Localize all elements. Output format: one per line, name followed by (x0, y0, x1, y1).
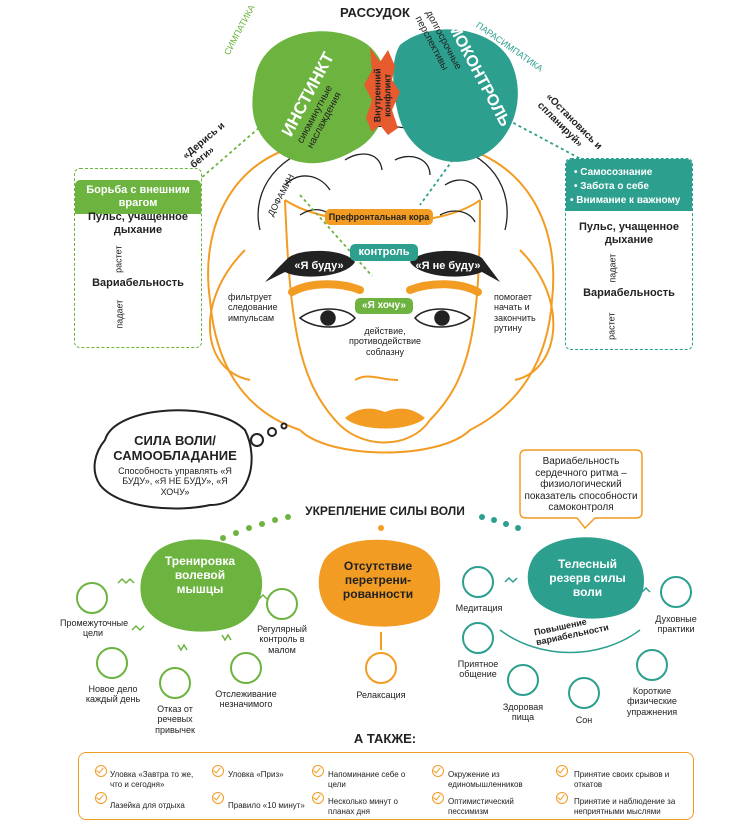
check-icon (556, 765, 568, 777)
body-icons (462, 566, 692, 709)
parasympathetic-variability: Вариабельность (583, 287, 675, 299)
parasympathetic-card-header: • Самосознание • Забота о себе • Внимани… (566, 159, 692, 211)
also-title: А ТАКЖЕ: (353, 731, 417, 746)
parasympathetic-pulse: Пульс, учащенное дыхание (578, 221, 679, 246)
also-item-2: Лазейка для отдыха (110, 801, 185, 810)
willpower-desc: Способность управлять «Я БУДУ», «Я НЕ БУ… (118, 466, 232, 497)
left-eyebrow (288, 280, 364, 296)
also-item-3: Уловка «Приз» (228, 770, 284, 779)
also-item-5: Напоминание себе о цели (328, 770, 406, 789)
check-icon (432, 765, 444, 777)
rest-blob (318, 539, 441, 627)
header-item-2: • Забота о себе (574, 181, 649, 192)
check-icon (95, 765, 107, 777)
training-item-3: Отказ от речевых привычек (155, 704, 195, 735)
head-outline (207, 149, 555, 454)
right-eyebrow (406, 280, 482, 296)
hrv-note: Вариабельность сердечного ритма – физиол… (524, 456, 638, 513)
training-icons (76, 582, 298, 699)
thought-bubble (93, 409, 288, 510)
rest-icon (365, 632, 397, 684)
check-icon (212, 765, 224, 777)
also-item-6: Несколько минут о планах дня (328, 797, 398, 816)
body-item-2: Приятное общение (457, 659, 499, 680)
will-label: «Я буду» (294, 260, 344, 272)
also-item-7: Окружение из единомышленников (448, 770, 523, 789)
parasympathetic-falls: падает (607, 253, 618, 283)
also-item-9: Принятие своих срывов и откатов (574, 770, 670, 789)
training-item-4: Отслеживание незначимого (215, 689, 277, 710)
header-item-1: • Самосознание (574, 167, 653, 178)
sympathetic-card: Борьба с внешним врагом Пульс, учащенное… (74, 168, 202, 348)
body-title: Телесный резерв силы воли (549, 557, 626, 599)
want-label: «Я хочу» (355, 298, 413, 314)
control-label: контроль (350, 244, 418, 261)
eyes (298, 308, 472, 328)
conflict-label: Внутренний конфликт (372, 68, 393, 123)
sympathetic-variability: Вариабельность (92, 277, 184, 289)
also-item-8: Оптимистический пессимизм (448, 797, 514, 816)
sympathetic-pulse: Пульс, учащенное дыхание (87, 211, 188, 236)
check-icon (312, 792, 324, 804)
willpower-title: СИЛА ВОЛИ/ САМООБЛАДАНИЕ (113, 433, 237, 463)
body-item-5: Короткие физические упражнения (626, 686, 678, 717)
lips (345, 408, 425, 429)
header-item-3: • Внимание к важному (570, 195, 681, 206)
also-item-10: Принятие и наблюдение за неприятными мыс… (574, 797, 676, 816)
training-item-5: Регулярный контроль в малом (257, 624, 307, 655)
hrv-box (519, 449, 643, 530)
body-item-3: Здоровая пища (502, 702, 544, 723)
dots-right (479, 514, 521, 531)
training-blob (140, 539, 263, 632)
will-bubble (265, 250, 355, 282)
body-blob (527, 537, 644, 619)
also-item-1: Уловка «Завтра то же, что и сегодня» (110, 770, 194, 789)
body-item-4: Сон (575, 715, 593, 725)
rest-item-1: Релаксация (356, 690, 406, 700)
body-item-1: Медитация (455, 603, 503, 613)
also-item-4: Правило «10 минут» (228, 801, 305, 810)
prefrontal-cortex-label: Префронтальная кора (325, 209, 433, 225)
dots-left (220, 514, 291, 541)
wont-label: «Я не буду» (415, 260, 481, 272)
also-box (78, 752, 694, 820)
center-note: действие, противодействие соблазну (348, 326, 422, 357)
sympathetic-card-header: Борьба с внешним врагом (75, 180, 201, 215)
check-icon (95, 792, 107, 804)
body-item-6: Духовные практики (655, 614, 697, 635)
check-icon (432, 792, 444, 804)
rest-title: Отсутствие перетрени-рованности (342, 559, 414, 601)
right-note: помогает начать и закончить рутину (494, 292, 536, 334)
check-icon (212, 792, 224, 804)
strengthening-title: УКРЕПЛЕНИЕ СИЛЫ ВОЛИ (305, 504, 465, 518)
selfcontrol-blob (393, 29, 518, 162)
check-icon (312, 765, 324, 777)
sympathetic-rises: растет (113, 245, 124, 273)
page-title: РАССУДОК (340, 5, 410, 20)
training-title: Тренировка волевой мышцы (164, 554, 236, 596)
training-item-1: Промежуточные цели (60, 618, 129, 639)
wont-bubble (410, 250, 500, 282)
instinct-blob (252, 31, 388, 164)
parasympathetic-card: • Самосознание • Забота о себе • Внимани… (565, 158, 693, 350)
sympathetic-falls: падает (114, 299, 125, 329)
training-item-2: Новое дело каждый день (85, 684, 141, 705)
check-icon (556, 792, 568, 804)
parasympathetic-rises: растет (606, 312, 617, 340)
dot-center (378, 525, 384, 531)
conflict-lightning (364, 48, 400, 135)
zigzags (117, 576, 651, 654)
left-note: фильтрует следование импульсам (228, 292, 278, 323)
